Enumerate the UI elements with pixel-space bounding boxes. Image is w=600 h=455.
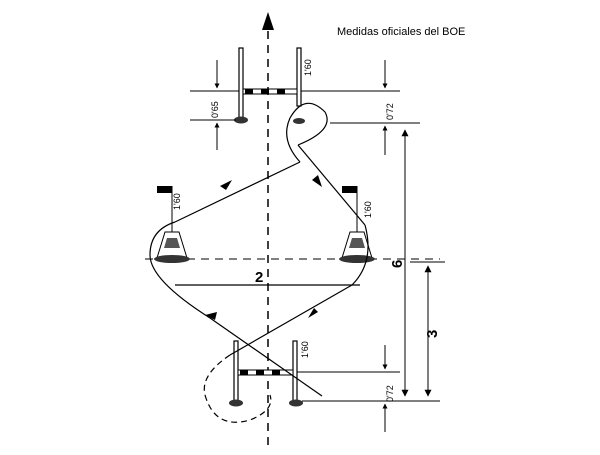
diagram-title: Medidas oficiales del BOE [337,26,466,38]
direction-arrow-icon [205,312,217,320]
gap-label-top-right: 0'72 [385,103,395,120]
bottom-gate [229,340,303,407]
pole-height-label: 1'60 [303,59,313,76]
pole-height-label: 1'60 [363,201,373,218]
half-length-label: 3 [424,330,441,338]
top-left-dimension [190,60,239,150]
pole-height-label: 1'60 [172,193,182,210]
trajectory [149,102,369,423]
gap-label-bottom-right: 0'72 [385,385,395,402]
length-label: 6 [389,260,406,268]
direction-arrow-icon [312,175,322,187]
top-right-dimension [301,60,420,155]
pole-height-label: 1'60 [300,341,310,358]
gap-label-top-left: 0'65 [210,101,220,118]
direction-arrow-icon [220,180,232,190]
bottom-right-dimension [297,345,440,432]
left-cone [154,186,190,263]
top-gate [234,47,305,124]
right-cone [339,186,375,263]
axis-arrow-icon [262,12,274,30]
half-length-dimension [410,261,445,397]
direction-arrow-icon [308,308,318,318]
width-label: 2 [255,269,263,286]
